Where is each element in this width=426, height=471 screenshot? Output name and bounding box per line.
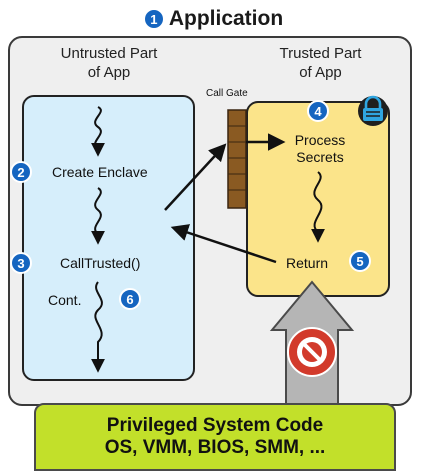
call-trusted-label: CallTrusted() [60,255,141,271]
privileged-line2: OS, VMM, BIOS, SMM, ... [104,437,326,458]
trusted-label: Trusted Part of App [238,44,403,82]
return-arrow [170,224,277,264]
no-entry-icon [287,327,337,377]
flow-squiggle-1 [91,106,105,157]
step-badge-1: 1 [142,8,165,30]
step-badge-5: 5 [349,250,371,272]
flow-squiggle-trusted [311,171,325,243]
process-secrets-line2: Secrets [296,149,344,165]
trusted-label-line2: of App [299,64,342,81]
call-gate-bar [227,109,247,209]
flow-squiggle-3 [91,281,105,373]
return-label: Return [286,255,329,271]
untrusted-part-box [22,95,195,381]
flow-squiggle-2 [91,187,105,245]
trusted-label-line1: Trusted Part [279,45,362,62]
untrusted-label-line1: Untrusted Part [60,45,158,62]
diagram-title: 1 Application [0,4,426,34]
call-gate-label: Call Gate [206,88,248,99]
step-badge-3: 3 [10,252,32,274]
title-text: Application [168,7,284,30]
step-badge-4: 4 [307,100,329,122]
privileged-line1: Privileged System Code [106,415,324,436]
process-secrets-label: Process Secrets [282,132,358,166]
lock-icon [358,95,388,126]
step-badge-2: 2 [10,161,32,183]
privileged-system-code-box: Privileged System Code OS, VMM, BIOS, SM… [34,403,396,471]
cont-label: Cont. [48,292,82,308]
step-badge-6: 6 [119,288,141,310]
create-enclave-label: Create Enclave [52,164,148,180]
process-secrets-line1: Process [294,132,346,148]
untrusted-label-line2: of App [87,64,131,81]
untrusted-label: Untrusted Part of App [20,44,198,82]
call-arrow [164,143,227,211]
